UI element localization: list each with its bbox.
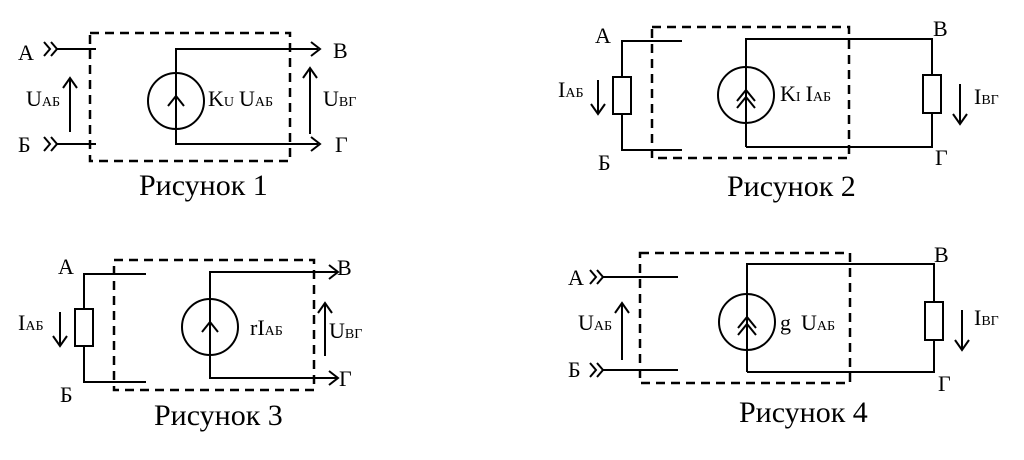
label-terminal-a: А xyxy=(595,23,611,48)
label-terminal-g: Г xyxy=(335,132,348,157)
label-output-quantity: UВГ xyxy=(329,318,362,343)
label-input-quantity: UАБ xyxy=(26,86,60,111)
load-resistor xyxy=(924,301,944,341)
label-input-quantity: IАБ xyxy=(18,310,43,335)
source-arrow-icon xyxy=(167,94,185,107)
label-terminal-a: А xyxy=(568,265,584,290)
source-arrow-icon xyxy=(201,320,219,333)
terminal-g-arrow xyxy=(310,136,322,152)
terminal-v-arrow xyxy=(310,41,322,57)
label-output-quantity: IВГ xyxy=(974,84,999,109)
label-terminal-b: Б xyxy=(568,357,581,382)
label-terminal-b: Б xyxy=(18,132,31,157)
label-terminal-g: Г xyxy=(935,145,948,170)
source-double-arrow-icon xyxy=(737,315,757,329)
label-source-expression: rIАБ xyxy=(250,315,283,340)
terminal-g-arrow xyxy=(328,370,340,386)
terminal-b-arrow-1 xyxy=(589,362,598,378)
figure-4-dashed-box xyxy=(638,251,852,385)
label-input-quantity: IАБ xyxy=(558,77,583,102)
label-input-quantity: UАБ xyxy=(578,310,612,335)
label-output-quantity: IВГ xyxy=(974,305,999,330)
label-terminal-v: В xyxy=(337,255,352,280)
figure-2-dashed-box xyxy=(650,25,851,160)
label-terminal-g: Г xyxy=(339,366,352,391)
caption-figure-2: Рисунок 2 xyxy=(727,170,856,203)
label-terminal-v: В xyxy=(933,16,948,41)
terminal-a-arrow-1 xyxy=(43,41,52,57)
caption-figure-4: Рисунок 4 xyxy=(739,396,868,429)
load-resistor xyxy=(922,74,942,114)
label-terminal-b: Б xyxy=(60,382,73,407)
label-terminal-g: Г xyxy=(938,371,951,396)
label-terminal-v: В xyxy=(333,38,348,63)
label-terminal-a: А xyxy=(58,254,74,279)
caption-figure-1: Рисунок 1 xyxy=(139,169,268,202)
terminal-a-arrow-1 xyxy=(589,269,598,285)
figure-1-dashed-box xyxy=(88,31,292,163)
figure-3: А Б В Г IАБ rIАБ UВГ Рисунок 3 xyxy=(18,254,362,432)
source-double-arrow-icon xyxy=(736,88,756,102)
label-terminal-a: А xyxy=(18,40,34,65)
caption-figure-3: Рисунок 3 xyxy=(154,399,283,432)
label-terminal-b: Б xyxy=(598,150,611,175)
input-resistor xyxy=(612,76,632,115)
terminal-b-arrow-1 xyxy=(43,136,52,152)
terminal-v-arrow xyxy=(328,264,340,280)
label-output-quantity: UВГ xyxy=(323,86,356,111)
input-resistor xyxy=(74,308,94,347)
label-terminal-v: В xyxy=(934,242,949,267)
